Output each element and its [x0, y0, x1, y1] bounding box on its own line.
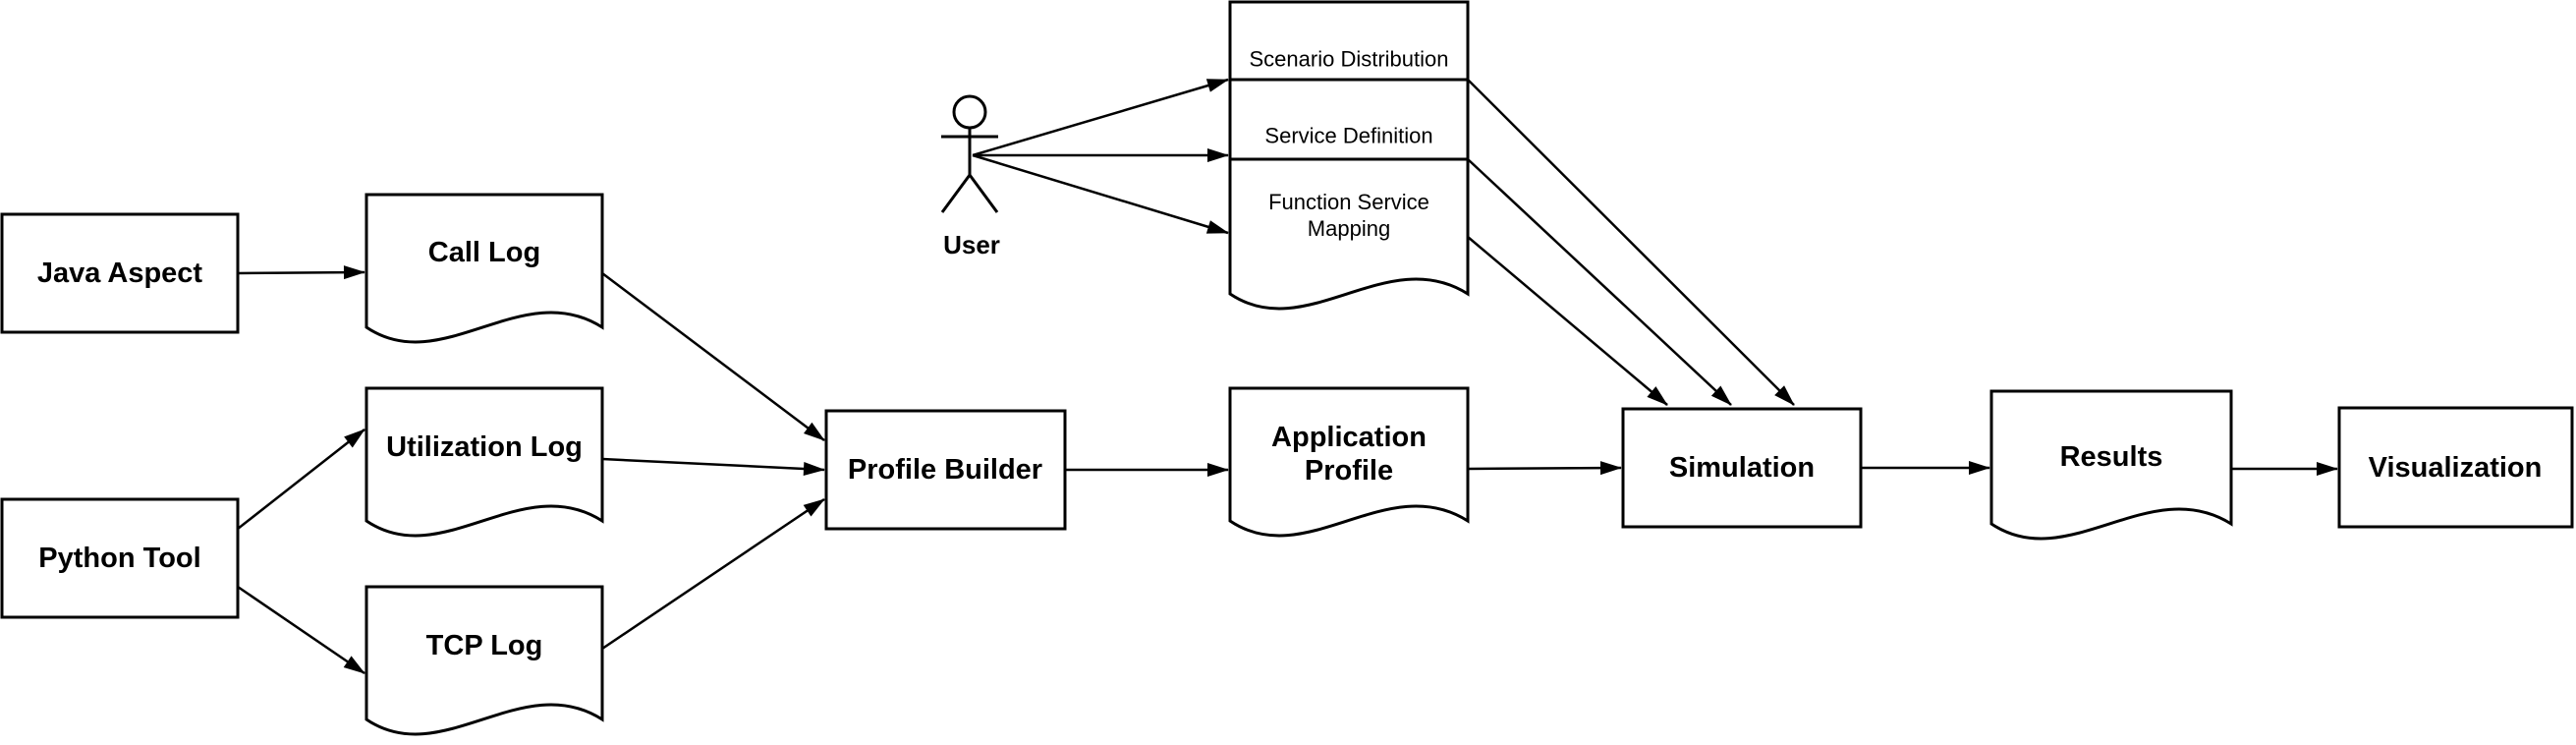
results-document [1989, 389, 2233, 541]
edge-service-definition-to-simulation [1467, 158, 1732, 406]
edge-utilization-log-to-profile-builder [601, 457, 825, 476]
edge-python-tool-to-tcp-log [237, 585, 365, 675]
java-aspect-box [0, 212, 240, 334]
edge-tcp-log-to-profile-builder [601, 497, 825, 651]
call-log-document [364, 193, 604, 344]
edge-call-log-to-profile-builder [601, 272, 825, 441]
python-tool-box [0, 497, 240, 619]
utilization-log-document [364, 386, 604, 538]
simulation-box [1621, 407, 1863, 529]
edge-user-to-scenario-distribution [972, 78, 1229, 157]
tcp-log-document [364, 585, 604, 736]
edge-java-aspect-to-call-log [237, 265, 365, 280]
edge-user-to-function-service-mapping [972, 153, 1229, 235]
user-input-document-stack [1228, 0, 1470, 311]
profile-builder-box [824, 409, 1067, 531]
user-actor-icon [940, 94, 999, 213]
visualization-box [2337, 406, 2574, 529]
edge-function-service-mapping-to-simulation [1467, 236, 1668, 406]
edge-python-tool-to-utilization-log [237, 429, 365, 530]
edge-application-profile-to-simulation [1467, 461, 1622, 476]
edge-scenario-distribution-to-simulation [1467, 79, 1795, 406]
application-profile-document [1228, 386, 1470, 538]
